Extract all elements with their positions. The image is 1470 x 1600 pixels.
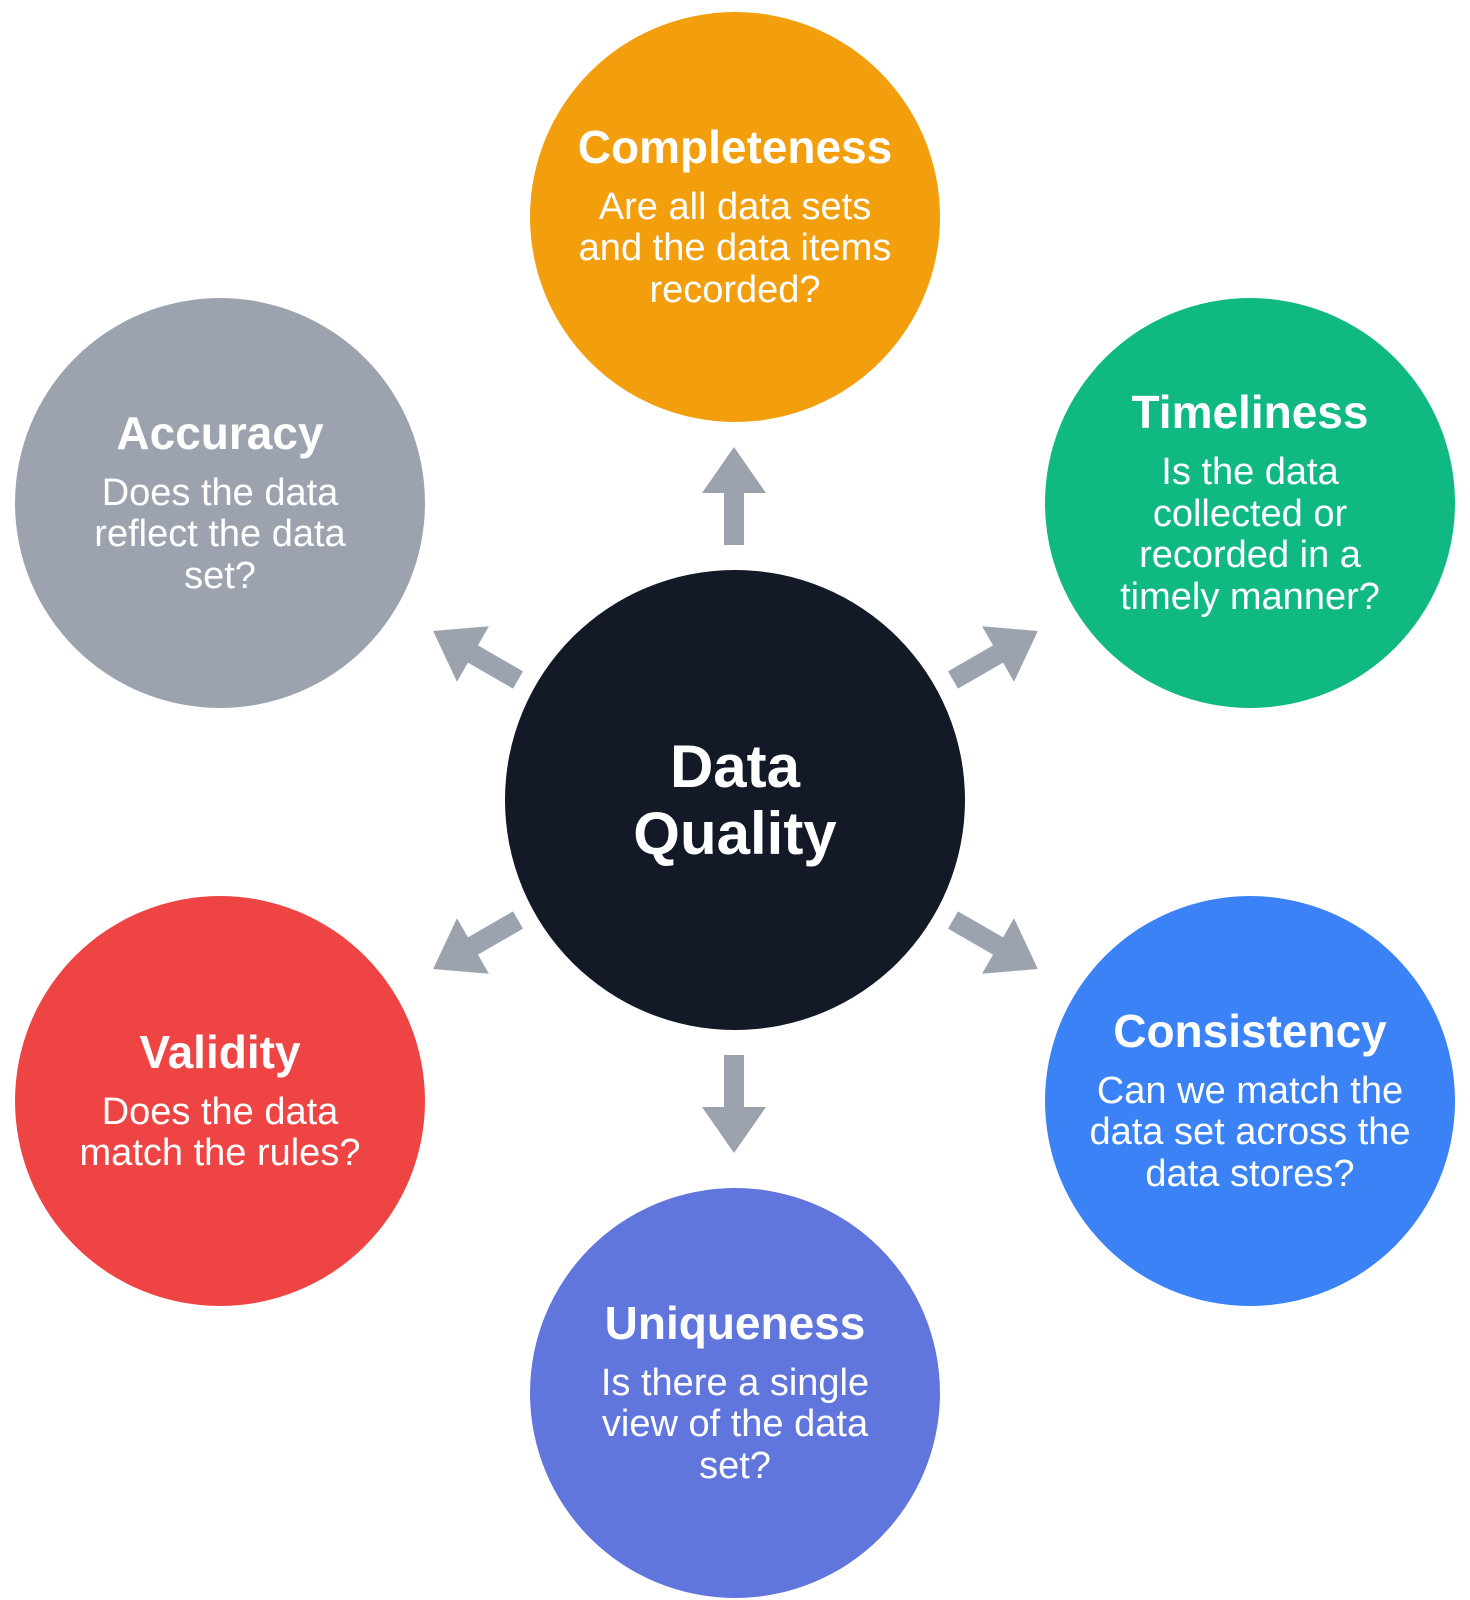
center-label-line1: Data xyxy=(669,732,801,800)
node-validity: Validity Does the data match the rules? xyxy=(15,896,425,1306)
node-title: Accuracy xyxy=(116,407,324,459)
node-description: Does the data match the rules? xyxy=(79,1090,361,1175)
node-title: Validity xyxy=(139,1025,301,1078)
node-title: Consistency xyxy=(1113,1005,1387,1057)
node-description: Can we match the data set across the dat… xyxy=(1089,1069,1411,1196)
arrow-to-uniqueness xyxy=(702,1055,766,1153)
node-description: Are all data sets and the data items rec… xyxy=(578,185,892,312)
center-label: Data Quality xyxy=(605,733,865,867)
arrow-to-timeliness xyxy=(937,603,1054,708)
node-title: Completeness xyxy=(577,121,893,173)
node-accuracy: Accuracy Does the data reflect the data … xyxy=(15,298,425,708)
node-description: Does the data reflect the data set? xyxy=(94,471,346,598)
node-title: Uniqueness xyxy=(604,1297,866,1349)
arrow-to-validity xyxy=(417,892,534,997)
node-description: Is the data collected or recorded in a t… xyxy=(1120,450,1380,619)
node-uniqueness: Uniqueness Is there a single view of the… xyxy=(530,1188,940,1598)
node-consistency: Consistency Can we match the data set ac… xyxy=(1045,896,1455,1306)
arrow-to-accuracy xyxy=(417,603,534,708)
node-title: Timeliness xyxy=(1131,386,1369,439)
center-circle-data-quality: Data Quality xyxy=(505,570,965,1030)
node-description: Is there a single view of the data set? xyxy=(600,1361,870,1488)
node-timeliness: Timeliness Is the data collected or reco… xyxy=(1045,298,1455,708)
arrow-to-consistency xyxy=(937,892,1054,997)
arrow-to-completeness xyxy=(702,447,766,545)
center-label-line2: Quality xyxy=(633,800,837,867)
node-completeness: Completeness Are all data sets and the d… xyxy=(530,12,940,422)
